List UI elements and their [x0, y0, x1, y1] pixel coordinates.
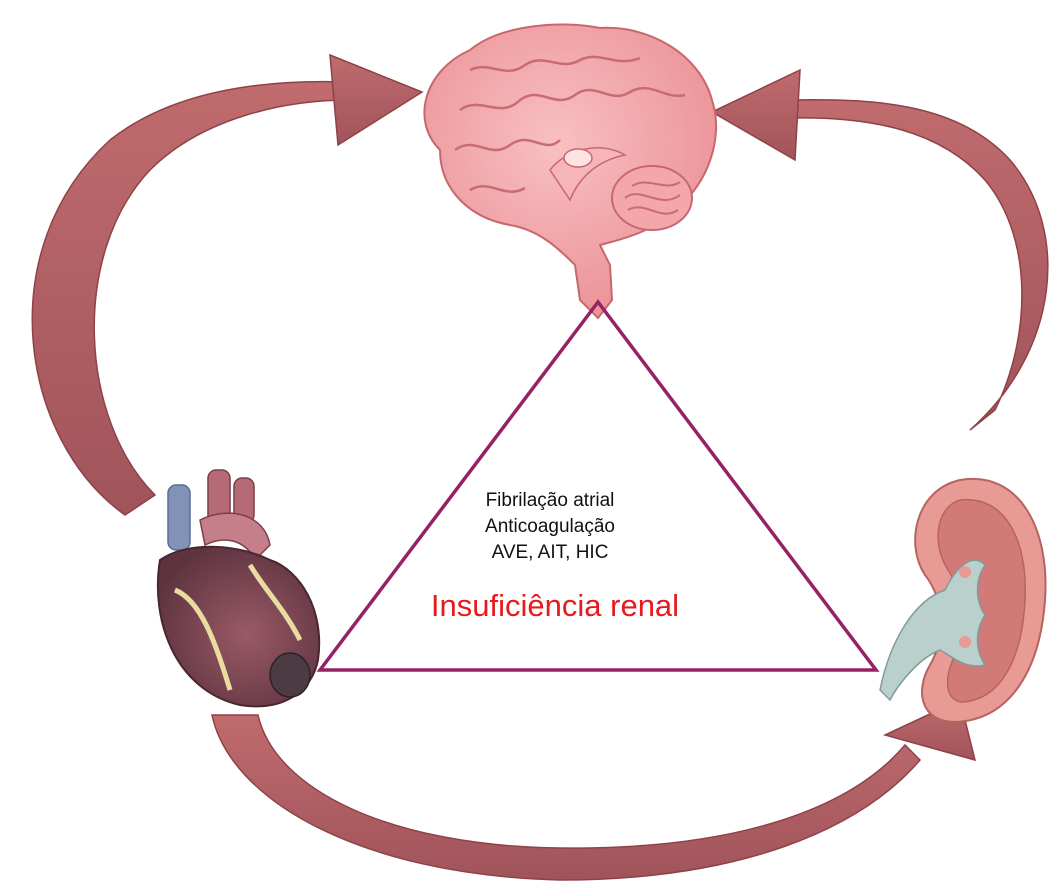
- arrow-heart-to-kidney: [212, 700, 975, 880]
- condition-line-2: Anticoagulação: [385, 514, 715, 539]
- condition-line-3: AVE, AIT, HIC: [385, 540, 715, 565]
- condition-line-1: Fibrilação atrial: [385, 488, 715, 513]
- kidney-icon: [880, 479, 1046, 722]
- heart-icon: [158, 470, 319, 706]
- arrow-heart-to-brain: [32, 55, 422, 515]
- arrow-kidney-to-brain: [712, 70, 1048, 430]
- brain-icon: [424, 24, 716, 318]
- main-label: Insuficiência renal: [355, 586, 755, 626]
